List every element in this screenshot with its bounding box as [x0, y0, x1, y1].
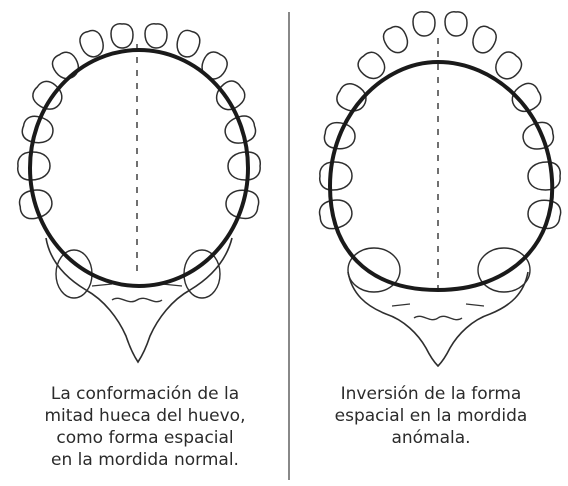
right-tooth-8 — [511, 82, 542, 113]
right-tooth-7 — [336, 83, 367, 112]
left-caption-line-1: La conformación de la — [50, 384, 240, 404]
right-tooth-3 — [382, 25, 409, 54]
right-posterior-molar-right — [477, 247, 531, 293]
right-palate-outline — [347, 271, 529, 368]
right-posterior-molar-left — [347, 247, 401, 293]
left-caption: La conformación de la mitad hueca del hu… — [10, 383, 280, 471]
left-tooth-arch — [17, 23, 261, 220]
right-caption-line-3: anómala. — [391, 428, 471, 448]
right-tooth-6 — [495, 51, 523, 80]
left-tooth-11 — [17, 151, 51, 181]
left-palate-outline — [45, 237, 233, 364]
right-tooth-12 — [527, 161, 561, 191]
left-tooth-3 — [79, 29, 104, 58]
right-palate-dash — [391, 303, 485, 307]
right-panel-diagram — [318, 11, 562, 368]
right-caption: Inversión de la forma espacial en la mor… — [300, 383, 562, 449]
left-tooth-14 — [225, 189, 260, 220]
right-tooth-4 — [472, 25, 497, 54]
left-egg-outline-normal — [28, 48, 250, 288]
left-tooth-4 — [176, 29, 201, 58]
left-posterior-molar-left — [55, 249, 93, 299]
left-tooth-6 — [201, 51, 228, 80]
right-caption-line-2: espacial en la mordida — [334, 406, 528, 426]
right-tooth-2 — [444, 11, 468, 37]
right-tooth-10 — [522, 121, 555, 150]
left-tooth-7 — [32, 80, 63, 110]
right-caption-line-1: Inversión de la forma — [340, 384, 522, 404]
right-tooth-arch — [318, 11, 562, 230]
right-tooth-5 — [357, 51, 386, 80]
right-papilla-mark — [413, 315, 463, 321]
left-tooth-2 — [144, 23, 168, 49]
left-caption-line-3: como forma espacial — [56, 428, 234, 448]
left-tooth-8 — [215, 80, 246, 111]
right-tooth-11 — [319, 161, 353, 191]
left-tooth-12 — [227, 151, 261, 181]
left-caption-line-4: en la mordida normal. — [51, 450, 239, 470]
right-tooth-1 — [412, 11, 436, 37]
left-tooth-1 — [110, 23, 134, 49]
left-caption-line-2: mitad hueca del huevo, — [44, 406, 246, 426]
left-papilla-mark — [111, 297, 163, 303]
left-panel-diagram — [17, 23, 261, 364]
right-egg-outline-inverted — [327, 59, 555, 293]
right-tooth-9 — [323, 121, 356, 150]
